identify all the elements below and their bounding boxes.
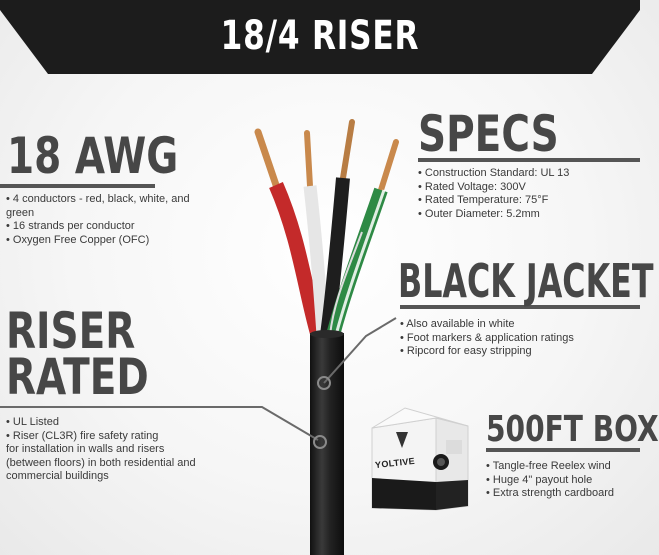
riser-list: • UL Listed • Riser (CL3R) fire safety r…	[6, 416, 196, 484]
cable-illustration	[0, 119, 640, 555]
jacket-item: • Also available in white	[400, 318, 515, 330]
box-item: • Extra strength cardboard	[486, 487, 614, 499]
box-item: • Huge 4" payout hole	[486, 473, 593, 486]
banner-shape	[0, 0, 640, 74]
specs-list: • Construction Standard: UL 13 • Rated V…	[418, 167, 569, 221]
riser-heading-line1: RISER	[6, 302, 136, 360]
jacket-item: • Foot markers & application ratings	[400, 331, 574, 344]
white-copper-tip	[304, 130, 313, 189]
specs-heading: SPECS	[418, 105, 559, 163]
riser-heading-line2: RATED	[6, 348, 149, 406]
white-conductor	[303, 185, 330, 336]
jacket-list: • Also available in white • Foot markers…	[400, 318, 574, 359]
jacket-callout-line	[323, 317, 397, 384]
page-title: 18/4 RISER	[220, 13, 420, 59]
riser-item: for installation in walls and risers	[6, 443, 165, 455]
specs-item: • Rated Voltage: 300V	[418, 180, 526, 193]
black-jacket	[310, 333, 344, 555]
awg-item: • 4 conductors - red, black, white, and	[6, 193, 190, 205]
awg-list: • 4 conductors - red, black, white, and …	[6, 193, 256, 247]
jacket-heading: BLACK JACKET	[398, 254, 654, 308]
specs-item: • Construction Standard: UL 13	[418, 167, 570, 179]
box-list: • Tangle-free Reelex wind • Huge 4" payo…	[486, 460, 614, 501]
specs-item: • Outer Diameter: 5.2mm	[418, 207, 540, 220]
black-conductor	[320, 177, 350, 336]
box-item: • Tangle-free Reelex wind	[486, 460, 611, 472]
riser-callout-line	[0, 406, 319, 441]
awg-item: green	[6, 206, 35, 219]
riser-item: commercial buildings	[6, 470, 109, 482]
green-conductor	[326, 187, 388, 337]
specs-item: • Rated Temperature: 75°F	[418, 194, 549, 206]
green-stripe	[334, 189, 386, 336]
riser-item: (between floors) in both residential and	[6, 456, 196, 469]
riser-item: • UL Listed	[6, 416, 59, 428]
jacket-item: • Ripcord for easy stripping	[400, 345, 532, 357]
box-heading: 500FT BOX	[486, 409, 659, 450]
ripcord	[329, 231, 363, 336]
box-image	[371, 407, 469, 511]
riser-item: • Riser (CL3R) fire safety rating	[6, 429, 159, 442]
awg-item: • 16 strands per conductor	[6, 220, 135, 232]
red-copper-tip	[254, 128, 280, 189]
red-conductor	[269, 182, 326, 338]
title-banner: 18/4 RISER	[0, 0, 640, 76]
black-copper-tip	[340, 119, 355, 181]
awg-heading: 18 AWG	[7, 127, 179, 185]
green-copper-tip	[378, 139, 399, 193]
awg-item: • Oxygen Free Copper (OFC)	[6, 233, 150, 246]
